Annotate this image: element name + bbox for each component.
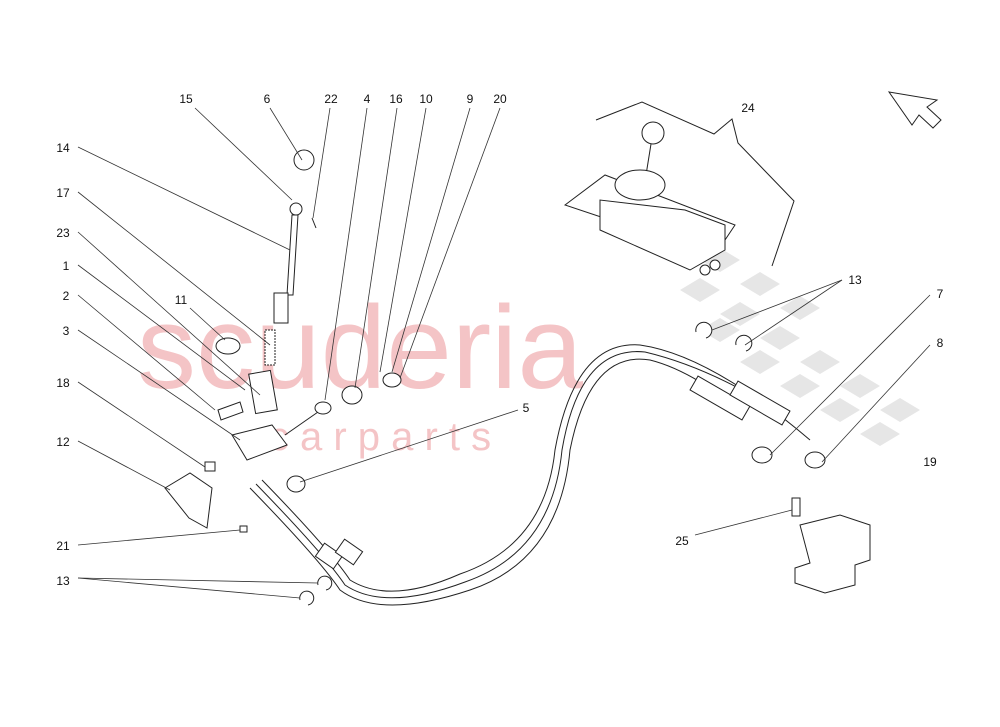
callout-8: 8: [937, 336, 944, 350]
cable-bracket: [791, 497, 871, 594]
callout-10: 10: [419, 92, 433, 106]
callout-24: 24: [741, 101, 755, 115]
callout-13-left: 13: [56, 574, 70, 588]
callout-12: 12: [56, 435, 70, 449]
callout-4: 4: [364, 92, 371, 106]
callout-17: 17: [56, 186, 70, 200]
callout-18: 18: [56, 376, 70, 390]
callout-3: 3: [63, 324, 70, 338]
watermark-subtext: c a r p a r t s: [269, 415, 491, 459]
callout-2: 2: [63, 289, 70, 303]
callout-19: 19: [923, 455, 937, 469]
callout-22: 22: [324, 92, 338, 106]
callout-1: 1: [63, 259, 70, 273]
callout-25: 25: [675, 534, 689, 548]
shift-cables: [249, 321, 826, 606]
callout-20: 20: [493, 92, 507, 106]
callout-21: 21: [56, 539, 70, 553]
shifter-assembly: [563, 101, 795, 276]
callout-13-right: 13: [848, 273, 862, 287]
callout-labels: 15 6 22 4 16 10 9 20 24 14 17 23 1 2 11 …: [56, 92, 943, 588]
checkered-flag-watermark: [680, 248, 920, 446]
callout-11: 11: [175, 293, 188, 307]
callout-23: 23: [56, 226, 70, 240]
callout-15: 15: [179, 92, 193, 106]
leader-lines: [77, 107, 931, 599]
callout-9: 9: [467, 92, 474, 106]
callout-7: 7: [937, 287, 944, 301]
arrow-up-left-icon: [887, 91, 942, 129]
callout-14: 14: [56, 141, 70, 155]
shift-lever-parts: [164, 149, 402, 533]
callout-16: 16: [389, 92, 403, 106]
callout-6: 6: [264, 92, 271, 106]
callout-5: 5: [523, 401, 530, 415]
